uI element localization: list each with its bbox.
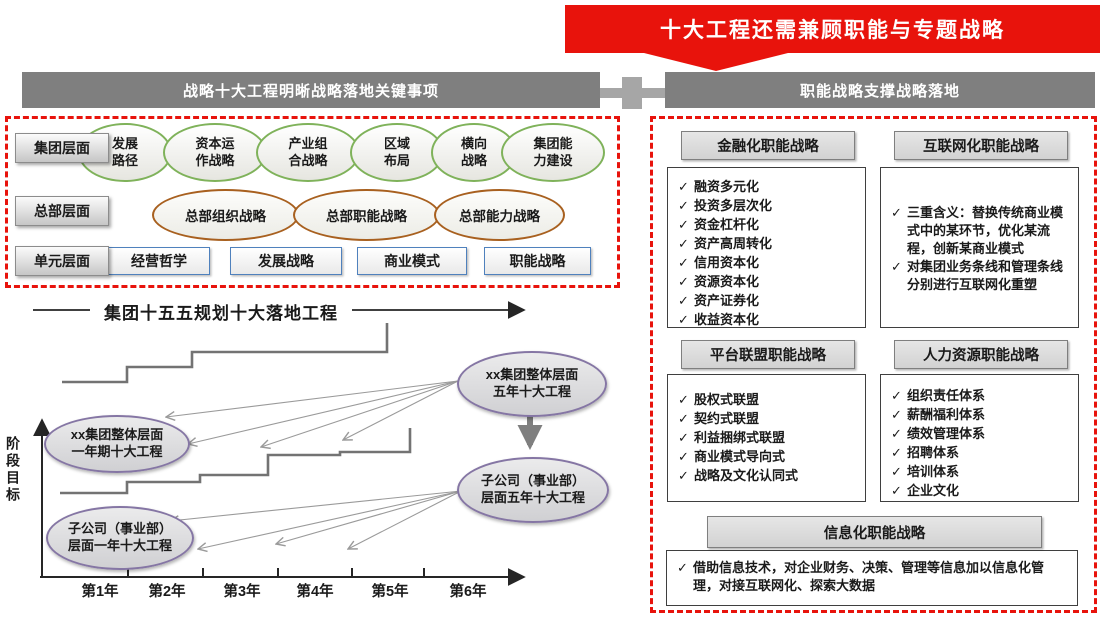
oval-sub-five-year: 子公司（事业部） 层面五年十大工程 <box>457 457 609 523</box>
level-label-group: 集团层面 <box>15 133 109 163</box>
plus-icon <box>600 77 665 109</box>
check-icon: ✓ <box>678 429 689 445</box>
x-tick-label: 第4年 <box>296 584 334 600</box>
section-title-platform: 平台联盟职能战略 <box>681 340 855 369</box>
list-item: ✓三重含义：替换传统商业模式中的某环节，优化某流程，创新某商业模式 <box>891 204 1064 256</box>
list-item: ✓企业文化 <box>891 482 960 498</box>
lower-staircase <box>60 428 412 495</box>
timeline-title: 集团十五五规划十大落地工程 <box>104 304 338 323</box>
upper-staircase <box>62 323 389 384</box>
check-icon: ✓ <box>678 235 689 251</box>
list-item: ✓资源资本化 <box>678 273 760 289</box>
list-item: ✓绩效管理体系 <box>891 425 986 441</box>
x-tick-label: 第2年 <box>148 584 186 600</box>
list-item: ✓资产高周转化 <box>678 235 773 251</box>
level-label-hq: 总部层面 <box>15 196 109 226</box>
list-item: ✓资金杠杆化 <box>678 216 760 232</box>
check-icon: ✓ <box>891 388 902 403</box>
check-icon: ✓ <box>678 392 689 407</box>
check-icon: ✓ <box>678 448 689 464</box>
check-icon: ✓ <box>891 425 902 441</box>
oval-group-one-year: xx集团整体层面 一年期十大工程 <box>44 415 190 473</box>
group-cascade-arrows <box>166 380 459 447</box>
x-tick-label: 第5年 <box>371 584 409 600</box>
check-icon: ✓ <box>891 463 902 479</box>
right-strategy-frame <box>650 116 1097 613</box>
group-strategy-oval: 资本运 作战略 <box>163 123 267 182</box>
oval-group-five-year: xx集团整体层面 五年十大工程 <box>457 351 607 417</box>
list-item: ✓契约式联盟 <box>678 410 760 426</box>
section-box-information: ✓借助信息技术，对企业财务、决策、管理等信息加以信息化管理，对接互联网化、探索大… <box>666 550 1078 606</box>
unit-strategy-box: 商业模式 <box>357 247 467 275</box>
x-axis-ticks <box>127 568 425 577</box>
list-item: ✓资产证券化 <box>678 292 760 308</box>
check-icon: ✓ <box>678 179 689 194</box>
check-icon: ✓ <box>678 254 689 270</box>
y-axis-label: 阶段目标 <box>5 436 21 504</box>
check-icon: ✓ <box>891 204 902 220</box>
check-icon: ✓ <box>891 259 902 275</box>
oval-sub-one-year: 子公司（事业部） 层面一年十大工程 <box>46 506 194 570</box>
timeline-chart <box>33 301 543 586</box>
section-title-internet: 互联网化职能战略 <box>894 131 1068 160</box>
hq-strategy-oval: 总部能力战略 <box>434 189 565 241</box>
check-icon: ✓ <box>891 444 902 460</box>
list-item: ✓借助信息技术，对企业财务、决策、管理等信息加以信息化管理，对接互联网化、探索大… <box>677 560 1045 593</box>
check-icon: ✓ <box>678 410 689 426</box>
check-icon: ✓ <box>891 406 902 422</box>
section-title-hr: 人力资源职能战略 <box>894 340 1068 369</box>
group-strategy-oval: 产业组 合战略 <box>256 123 360 182</box>
check-icon: ✓ <box>891 482 902 498</box>
list-item: ✓对集团业务条线和管理条线分别进行互联网化重塑 <box>891 259 1064 293</box>
check-icon: ✓ <box>678 311 689 327</box>
list-item: ✓股权式联盟 <box>678 392 760 407</box>
group-strategy-oval: 集团能 力建设 <box>501 123 605 182</box>
check-icon: ✓ <box>678 273 689 289</box>
section-box-finance: ✓融资多元化 ✓投资多层次化 ✓资金杠杆化 ✓资产高周转化 ✓信用资本化 ✓资源… <box>667 167 866 328</box>
group-strategy-oval: 区域 布局 <box>350 123 444 182</box>
check-icon: ✓ <box>677 560 688 575</box>
list-item: ✓信用资本化 <box>678 254 760 270</box>
top-banner: 十大工程还需兼顾职能与专题战略 <box>565 5 1100 53</box>
section-title-finance: 金融化职能战略 <box>681 131 855 160</box>
section-box-internet: ✓三重含义：替换传统商业模式中的某环节，优化某流程，创新某商业模式 ✓对集团业务… <box>880 167 1079 328</box>
check-icon: ✓ <box>678 292 689 308</box>
hq-strategy-oval: 总部组织战略 <box>152 189 299 241</box>
list-item: ✓商业模式导向式 <box>678 448 786 464</box>
section-title-information: 信息化职能战略 <box>707 516 1042 548</box>
check-icon: ✓ <box>678 216 689 232</box>
unit-strategy-box: 职能战略 <box>484 247 591 275</box>
list-item: ✓培训体系 <box>891 463 960 479</box>
left-section-header: 战略十大工程明晰战略落地关键事项 <box>22 72 600 108</box>
level-label-unit: 单元层面 <box>15 246 109 276</box>
banner-pointer-down-icon <box>640 52 792 71</box>
list-item: ✓薪酬福利体系 <box>891 406 986 422</box>
left-strategy-frame <box>5 116 620 288</box>
hq-strategy-oval: 总部职能战略 <box>293 189 440 241</box>
list-item: ✓招聘体系 <box>891 444 960 460</box>
section-box-platform: ✓股权式联盟 ✓契约式联盟 ✓利益捆绑式联盟 ✓商业模式导向式 ✓战略及文化认同… <box>667 374 866 502</box>
check-icon: ✓ <box>678 197 689 213</box>
x-tick-label: 第1年 <box>81 584 119 600</box>
list-item: ✓融资多元化 <box>678 179 760 194</box>
list-item: ✓战略及文化认同式 <box>678 467 799 483</box>
list-item: ✓组织责任体系 <box>891 388 986 403</box>
unit-strategy-box: 发展战略 <box>230 247 342 275</box>
list-item: ✓利益捆绑式联盟 <box>678 429 786 445</box>
x-tick-label: 第3年 <box>223 584 261 600</box>
x-tick-label: 第6年 <box>449 584 487 600</box>
right-section-header: 职能战略支撑战略落地 <box>665 72 1095 108</box>
unit-strategy-box: 经营哲学 <box>108 247 210 275</box>
list-item: ✓收益资本化 <box>678 311 760 327</box>
list-item: ✓投资多层次化 <box>678 197 773 213</box>
check-icon: ✓ <box>678 467 689 483</box>
subsidiary-cascade-arrows <box>170 490 462 549</box>
section-box-hr: ✓组织责任体系 ✓薪酬福利体系 ✓绩效管理体系 ✓招聘体系 ✓培训体系 ✓企业文… <box>880 374 1079 502</box>
